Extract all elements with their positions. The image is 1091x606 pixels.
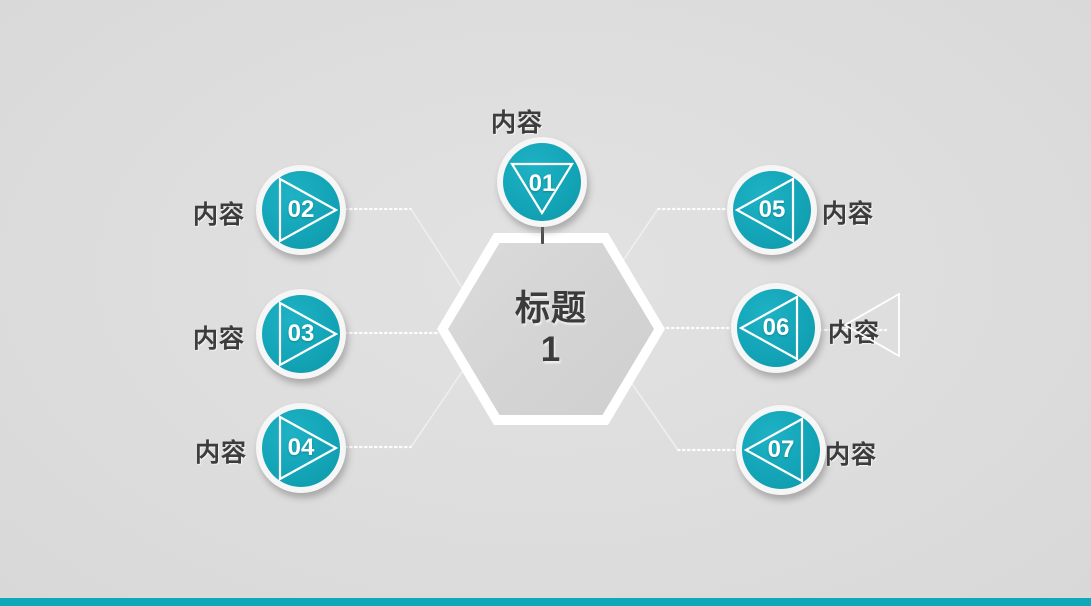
node-03-label: 内容 — [192, 325, 245, 353]
node-06-number: 06 — [762, 314, 790, 341]
node-07[interactable]: 07 — [736, 405, 826, 495]
node-03-number: 03 — [287, 320, 315, 347]
center-title: 标题 1 — [514, 288, 587, 369]
node-05-number: 05 — [758, 196, 786, 223]
triangle-right-icon — [278, 301, 339, 367]
node-07-number: 07 — [767, 436, 795, 463]
node-01-label: 内容 — [490, 109, 543, 137]
bottom-accent-bar — [0, 598, 1091, 606]
triangle-down-icon — [510, 162, 574, 216]
triangle-left-icon — [738, 295, 799, 361]
triangle-right-icon — [278, 177, 339, 243]
node-01[interactable]: 01 — [497, 137, 587, 227]
node-01-stem — [541, 222, 544, 244]
node-01-number: 01 — [528, 170, 556, 197]
node-06-label: 内容 — [828, 319, 881, 347]
node-07-disc — [742, 411, 820, 489]
node-05-label: 内容 — [822, 200, 875, 228]
node-02-number: 02 — [287, 196, 315, 223]
node-03-disc — [262, 295, 340, 373]
node-02-disc — [262, 171, 340, 249]
triangle-right-icon — [278, 415, 339, 481]
node-04[interactable]: 04 — [256, 403, 346, 493]
node-06[interactable]: 06 — [731, 283, 821, 373]
node-04-number: 04 — [287, 434, 315, 461]
node-04-label: 内容 — [194, 439, 247, 467]
node-06-disc — [737, 289, 815, 367]
node-05[interactable]: 05 — [727, 165, 817, 255]
node-02[interactable]: 02 — [256, 165, 346, 255]
node-07-label: 内容 — [825, 441, 878, 469]
triangle-left-icon — [734, 177, 795, 243]
node-01-disc — [503, 143, 581, 221]
center-hexagon[interactable]: 标题 1 — [437, 233, 665, 425]
triangle-left-icon — [743, 417, 804, 483]
node-03[interactable]: 03 — [256, 289, 346, 379]
node-05-disc — [733, 171, 811, 249]
node-02-label: 内容 — [192, 201, 245, 229]
stray-triangle-left-icon — [843, 292, 900, 358]
node-04-disc — [262, 409, 340, 487]
